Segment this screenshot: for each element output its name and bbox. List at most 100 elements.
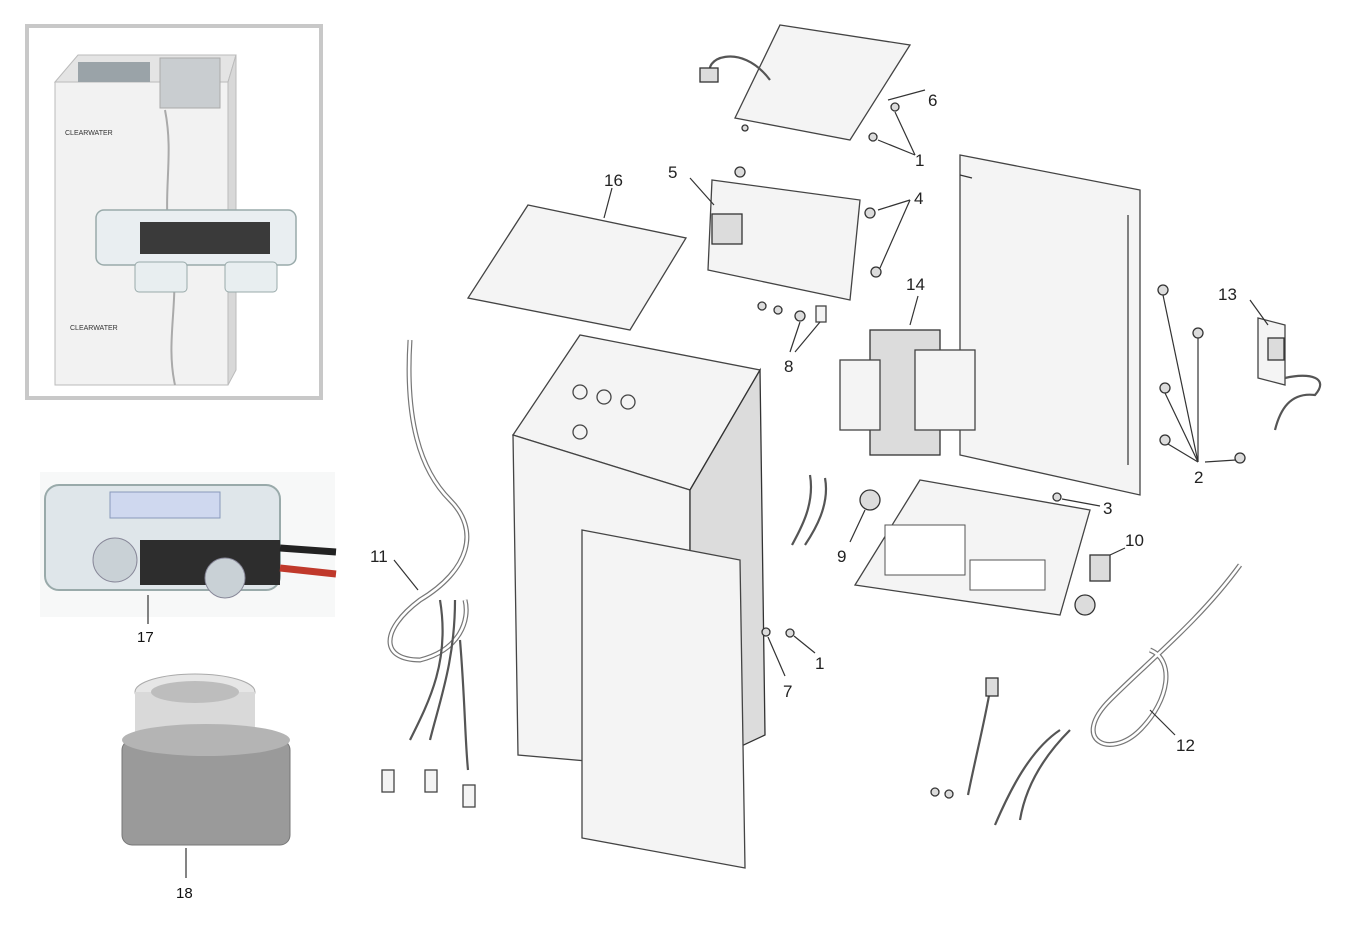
part-1-screws-top: 1 — [741, 102, 924, 170]
cell-plates — [140, 222, 270, 254]
callout-9: 9 — [837, 547, 846, 566]
cell-photo: 17 — [40, 472, 337, 646]
screw — [1157, 284, 1169, 296]
part-2-screws: 2 — [1157, 284, 1246, 487]
harness-wire — [1018, 729, 1071, 821]
leader-1a — [877, 139, 916, 156]
part-13-bracket: 13 — [1218, 285, 1322, 431]
screw — [1234, 452, 1246, 464]
leader-13 — [1249, 299, 1269, 326]
callout-14: 14 — [906, 275, 925, 294]
short-wire — [791, 474, 813, 546]
cell17-label — [109, 491, 221, 519]
part-14-transformer: 14 — [839, 275, 976, 456]
callout-1b: 1 — [815, 654, 824, 673]
leader-8 — [794, 321, 821, 353]
leader-12 — [1149, 709, 1176, 736]
leader-11 — [393, 559, 419, 591]
bracket-wire — [1273, 374, 1322, 431]
washer — [761, 627, 771, 637]
transformer-terminals — [839, 359, 881, 431]
front-cover-sheet — [581, 529, 746, 869]
screw — [868, 132, 878, 142]
ring-terminal — [944, 789, 954, 799]
union-nut-top — [122, 724, 290, 756]
lead-wire — [458, 639, 470, 771]
cell17-black-wire — [279, 544, 337, 556]
harness-connector — [985, 677, 999, 697]
power-pcb — [707, 179, 861, 301]
fitting — [1074, 594, 1096, 616]
product-photo: CLEARWATER CLEARWATER — [25, 24, 323, 400]
harness-wire — [966, 689, 992, 796]
bottom-vent-plate — [853, 479, 1091, 616]
leader-2 — [1204, 459, 1237, 463]
strain-clip — [1089, 554, 1111, 582]
brand-label-bottom: CLEARWATER — [70, 325, 118, 332]
screw — [890, 102, 900, 112]
display-window — [159, 57, 221, 109]
brand-label-top: CLEARWATER — [65, 130, 113, 137]
leader-1b — [793, 635, 816, 654]
terminal — [381, 769, 395, 793]
part-9-grommet: 9 — [791, 474, 881, 566]
part-5-power-board: 5 — [668, 163, 861, 301]
leader-9 — [849, 509, 866, 543]
screw — [785, 628, 795, 638]
part-7-washer: 7 — [761, 627, 792, 701]
callout-11: 11 — [370, 547, 388, 566]
leader-1a — [894, 111, 916, 156]
label-sheet — [466, 204, 688, 331]
leader-4 — [879, 199, 911, 269]
leader-2 — [1167, 443, 1199, 463]
part-3-screw: 3 — [1052, 492, 1112, 518]
transformer-coil — [914, 349, 976, 431]
ribbon-connector — [699, 67, 719, 83]
screw — [794, 310, 806, 322]
leader-8 — [789, 321, 801, 353]
vent-grille — [884, 524, 966, 576]
callout-8: 8 — [784, 357, 793, 376]
cell-union-right — [224, 261, 278, 293]
indicator-hole — [572, 424, 588, 440]
cord-11-inner — [388, 339, 468, 662]
screw — [1159, 434, 1171, 446]
clip — [815, 305, 827, 323]
union-bore — [151, 681, 239, 703]
lead-wire — [428, 599, 457, 741]
mounting-plate — [959, 154, 1141, 496]
screw — [757, 301, 767, 311]
cell-union-left — [134, 261, 188, 293]
leader-3 — [1061, 498, 1101, 507]
callout-16: 16 — [604, 171, 623, 190]
leader-10 — [1109, 547, 1126, 556]
leader-16 — [603, 187, 613, 219]
part-4-standoffs: 4 — [734, 166, 923, 278]
standoff — [734, 166, 746, 178]
plate-edge — [959, 174, 973, 179]
cell17-red-wire — [279, 564, 337, 578]
part-11-cell-cord: 11 — [370, 339, 476, 808]
part-16-sheet: 16 — [466, 171, 688, 331]
display-pcb — [734, 24, 912, 141]
callout-12: 12 — [1176, 736, 1195, 755]
standoff — [864, 207, 876, 219]
callout-10: 10 — [1125, 531, 1144, 550]
standoff — [870, 266, 882, 278]
control-panel — [78, 62, 150, 82]
leader-5 — [689, 177, 715, 206]
bracket-switch — [1267, 337, 1285, 361]
cell17-port-right — [204, 557, 246, 599]
callout-7: 7 — [783, 682, 792, 701]
screw — [1052, 492, 1062, 502]
ring-terminal — [930, 787, 940, 797]
harness-wire — [993, 729, 1061, 826]
leader-14 — [909, 295, 919, 326]
leader-2 — [1162, 294, 1199, 463]
vent-grille — [969, 559, 1046, 591]
grommet — [859, 489, 881, 511]
callout-13: 13 — [1218, 285, 1237, 304]
callout-4: 4 — [914, 189, 923, 208]
leader-6 — [887, 89, 926, 101]
screw — [1192, 327, 1204, 339]
